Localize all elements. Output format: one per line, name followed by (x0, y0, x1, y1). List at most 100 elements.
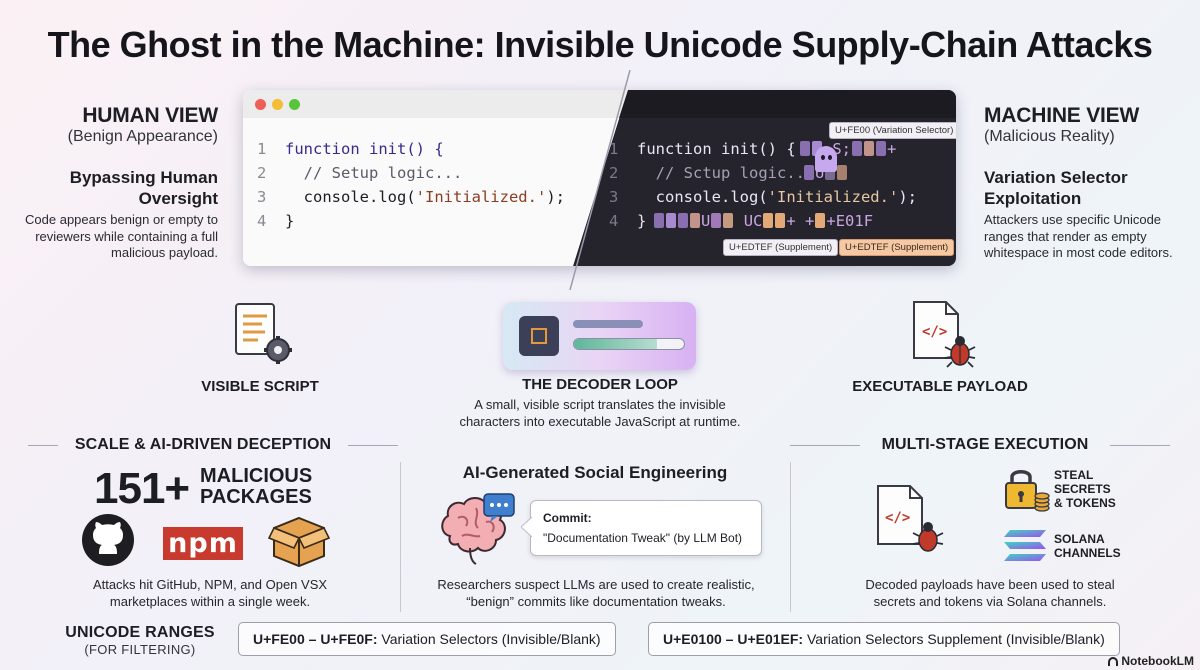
decoder-progress-fill (574, 339, 657, 349)
svg-text:</>: </> (922, 324, 947, 340)
tag-supplement-1: U+EDTEF (Supplement) (723, 239, 839, 256)
human-view-heading: HUMAN VIEW (82, 104, 218, 127)
scale-description: Attacks hit GitHub, NPM, and Open VSX ma… (50, 576, 370, 610)
machine-view-subheading: (Malicious Reality) (984, 128, 1115, 145)
decoder-loop-box (503, 302, 696, 370)
brand-label: NotebookLM (1108, 654, 1194, 668)
page-title: The Ghost in the Machine: Invisible Unic… (47, 24, 1153, 65)
code-line-3: 3 console.log('Initialized.'); (257, 188, 565, 206)
ai-text-2: “benign” commits like documentation twea… (466, 594, 726, 609)
dark-code-line-4: 4 } (609, 212, 647, 230)
commit-card: Commit: "Documentation Tweak" (by LLM Bo… (521, 500, 762, 556)
notebook-icon (1108, 657, 1118, 666)
ghost-icon (815, 146, 837, 172)
human-view-subheading: (Benign Appearance) (67, 128, 218, 145)
machine-view-description: Attackers use specific Unicode ranges th… (984, 212, 1173, 260)
code-line-2: 2 // Setup logic... (257, 164, 463, 182)
section-rule (790, 445, 860, 446)
decoder-text-2: characters into executable JavaScript at… (459, 414, 741, 429)
ghost-eye-right (828, 155, 832, 160)
unicode-range-2: U+E0100 – U+E01EF: Variation Selectors S… (648, 622, 1120, 656)
multi-stage-text-2: secrets and tokens via Solana channels. (873, 594, 1107, 609)
package-count-label: MALICIOUS PACKAGES (200, 466, 312, 508)
commit-message: "Documentation Tweak" (by LLM Bot) (543, 531, 743, 545)
window-minimize-icon (272, 99, 283, 110)
svg-text:</>: </> (885, 510, 910, 526)
package-box-icon (268, 516, 330, 568)
package-count: 151+ (94, 464, 190, 513)
editor-titlebar-dark (619, 90, 956, 118)
package-label-2: PACKAGES (200, 486, 312, 508)
commit-pointer (521, 517, 533, 537)
executable-payload-label: EXECUTABLE PAYLOAD (852, 378, 1028, 395)
section-rule (348, 445, 398, 446)
code-line-1: 1 function init() { (257, 140, 444, 158)
editor-dark-pane (573, 90, 956, 266)
column-divider (790, 462, 791, 612)
human-view-section-title: Bypassing Human Oversight (69, 168, 218, 208)
dark-code-line-1: 1 function init() { (609, 140, 796, 158)
ai-heading: AI-Generated Social Engineering (462, 463, 728, 482)
solana-channels-label: SOLANA CHANNELS (1054, 532, 1121, 560)
editor-titlebar (243, 90, 628, 118)
code-editor: 1 function init() { 2 // Setup logic... … (243, 90, 956, 266)
multi-stage-text-1: Decoded payloads have been used to steal (865, 577, 1115, 592)
payload-file-bug-icon: </> (877, 485, 944, 552)
decoder-text-1: A small, visible script translates the i… (474, 397, 726, 412)
split-divider (569, 70, 631, 290)
human-view-description: Code appears benign or empty to reviewer… (25, 212, 218, 260)
range-2-code: U+E0100 – U+E01EF: (663, 631, 804, 647)
multi-stage-description: Decoded payloads have been used to steal… (820, 576, 1160, 610)
human-view-panel: HUMAN VIEW (Benign Appearance) (20, 104, 219, 146)
unicode-ranges-subtitle: (FOR FILTERING) (84, 642, 196, 657)
machine-view-heading: MACHINE VIEW (984, 104, 1140, 127)
npm-logo: npm (163, 527, 243, 560)
steal-line-2: SECRETS (1054, 482, 1111, 496)
code-file-bug-icon: </> (913, 301, 976, 368)
scale-heading: SCALE & AI-DRIVEN DECEPTION (74, 436, 332, 453)
brand-text: NotebookLM (1121, 654, 1194, 668)
dark-code-line-3: 3 console.log('Initialized.'); (609, 188, 917, 206)
section-rule (1110, 445, 1170, 446)
solana-line-2: CHANNELS (1054, 546, 1121, 560)
commit-label: Commit: (543, 511, 592, 525)
ghost-eye-left (821, 155, 825, 160)
solana-line-1: SOLANA (1054, 532, 1105, 546)
decoder-progress-bar (573, 338, 685, 350)
steal-line-1: STEAL (1054, 468, 1094, 482)
chip-icon (519, 316, 559, 356)
code-line-4: 4 } (257, 212, 295, 230)
scale-text-2: marketplaces within a single week. (109, 594, 311, 609)
window-maximize-icon (289, 99, 300, 110)
machine-view-panel: MACHINE VIEW (Malicious Reality) (984, 104, 1184, 146)
column-divider (400, 462, 401, 612)
glitch-chars-line-2: U (803, 164, 848, 182)
github-icon (82, 514, 134, 566)
tag-supplement-2: U+EDTEF (Supplement) (839, 239, 955, 256)
section-rule (28, 445, 58, 446)
unicode-range-1: U+FE00 – U+FE0F: Variation Selectors (In… (238, 622, 616, 656)
lock-coins-icon (1005, 470, 1050, 512)
dark-code-line-2: 2 // Sctup logic... (609, 164, 815, 182)
machine-view-section-title: Variation Selector Exploitation (984, 168, 1128, 208)
solana-icon (1004, 530, 1046, 561)
decoder-loop-title: THE DECODER LOOP (522, 376, 678, 393)
ai-description: Researchers suspect LLMs are used to cre… (410, 576, 782, 610)
unicode-ranges-title-block: UNICODE RANGES (FOR FILTERING) (50, 624, 230, 657)
glitch-chars-line-1: S;+ (799, 140, 896, 158)
visible-script-label: VISIBLE SCRIPT (201, 378, 319, 395)
tag-variation-selector: U+FE00 (Variation Selector) (829, 122, 956, 139)
multi-stage-heading: MULTI-STAGE EXECUTION (881, 436, 1089, 453)
script-gear-icon (235, 303, 292, 364)
window-close-icon (255, 99, 266, 110)
editor-light-pane (243, 90, 628, 266)
steal-line-3: & TOKENS (1054, 496, 1116, 510)
steal-secrets-label: STEAL SECRETS & TOKENS (1054, 468, 1116, 510)
brain-icon (441, 493, 515, 565)
range-2-desc: Variation Selectors Supplement (Invisibl… (803, 631, 1105, 647)
scale-text-1: Attacks hit GitHub, NPM, and Open VSX (92, 577, 328, 592)
decoder-loop-description: A small, visible script translates the i… (420, 396, 780, 430)
unicode-ranges-title: UNICODE RANGES (65, 624, 215, 641)
chip-core (531, 328, 547, 344)
ai-text-1: Researchers suspect LLMs are used to cre… (437, 577, 755, 592)
